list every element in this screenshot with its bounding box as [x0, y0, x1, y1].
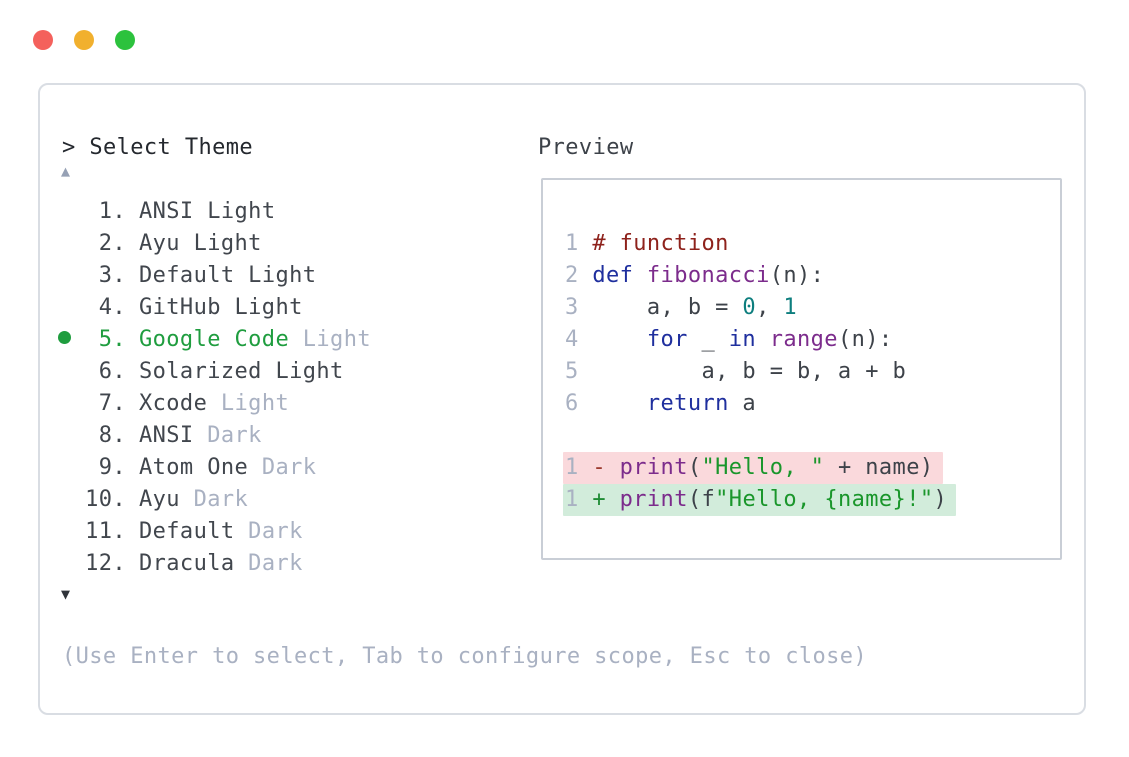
preview-title: Preview [538, 135, 634, 160]
theme-list-item[interactable]: 5. Google Code Light [58, 324, 371, 356]
window-controls [33, 30, 135, 50]
selector-panel [38, 83, 1086, 715]
maximize-button[interactable] [115, 30, 135, 50]
theme-variant: Light [289, 327, 371, 352]
theme-variant: Light [207, 391, 290, 416]
item-number: 9. [98, 455, 126, 480]
code-line: 1 # function [565, 231, 729, 256]
theme-name: Atom One [139, 455, 249, 480]
close-button[interactable] [33, 30, 53, 50]
item-number: 4. [98, 295, 126, 320]
theme-variant: Light [234, 263, 317, 288]
item-number: 8. [98, 423, 126, 448]
theme-name: Google Code [139, 327, 290, 352]
theme-list-item[interactable]: 10. Ayu Dark [58, 484, 371, 516]
theme-variant: Light [179, 231, 262, 256]
item-number: 2. [98, 231, 126, 256]
theme-list-item[interactable]: 11. Default Dark [58, 516, 371, 548]
theme-variant: Light [193, 199, 276, 224]
code-line: 3 a, b = 0, 1 [565, 295, 798, 320]
code-line: 2 def fibonacci(n): [565, 263, 825, 288]
preview-box [541, 178, 1062, 560]
prompt-caret-icon: > [62, 135, 76, 160]
code-line: 4 for _ in range(n): [565, 327, 893, 352]
item-number: 3. [98, 263, 126, 288]
theme-name: GitHub [139, 295, 221, 320]
theme-list-item[interactable]: 9. Atom One Dark [58, 452, 371, 484]
theme-variant: Dark [234, 519, 303, 544]
item-number: 7. [98, 391, 126, 416]
prompt: > Select Theme [62, 132, 253, 164]
item-number: 11. [85, 519, 126, 544]
theme-name: Dracula [139, 551, 235, 576]
theme-name: Ayu [139, 487, 180, 512]
item-number: 1. [98, 199, 126, 224]
code-line: 5 a, b = b, a + b [565, 359, 907, 384]
theme-name: Xcode [139, 391, 208, 416]
theme-list-item[interactable]: 4. GitHub Light [58, 292, 371, 324]
footer-hint: (Use Enter to select, Tab to configure s… [62, 644, 868, 669]
theme-list-item[interactable]: 2. Ayu Light [58, 228, 371, 260]
item-number: 12. [85, 551, 126, 576]
item-number: 6. [98, 359, 126, 384]
theme-list-item[interactable]: 6. Solarized Light [58, 356, 371, 388]
code-preview: 1 # function 2 def fibonacci(n): 3 a, b = … [563, 228, 957, 516]
theme-list-item[interactable]: 3. Default Light [58, 260, 371, 292]
scroll-down-icon[interactable]: ▼ [61, 585, 71, 603]
theme-variant: Dark [179, 487, 249, 512]
theme-list-item[interactable]: 12. Dracula Dark [58, 548, 371, 580]
minimize-button[interactable] [74, 30, 94, 50]
prompt-label: Select Theme [89, 135, 254, 160]
theme-variant: Dark [234, 551, 303, 576]
item-number: 5. [98, 327, 126, 352]
theme-list-item[interactable]: 1. ANSI Light [58, 196, 371, 228]
theme-name: ANSI [139, 199, 194, 224]
code-line: 6 return a [565, 391, 757, 416]
theme-variant: Light [261, 359, 344, 384]
diff-removed-line: 1 - print("Hello, " + name) [563, 452, 956, 484]
theme-name: Default [139, 263, 235, 288]
theme-name: ANSI [139, 423, 194, 448]
theme-name: Ayu [139, 231, 180, 256]
code-line [565, 420, 956, 452]
item-number: 10. [85, 487, 126, 512]
theme-variant: Light [220, 295, 303, 320]
theme-variant: Dark [193, 423, 262, 448]
theme-list-item[interactable]: 7. Xcode Light [58, 388, 371, 420]
theme-list-item[interactable]: 8. ANSI Dark [58, 420, 371, 452]
scroll-up-icon[interactable]: ▲ [61, 162, 71, 180]
theme-name: Solarized [139, 359, 262, 384]
theme-variant: Dark [248, 455, 317, 480]
selected-dot-icon [58, 324, 78, 356]
diff-added-line: 1 + print(f"Hello, {name}!") [563, 484, 957, 516]
theme-name: Default [139, 519, 235, 544]
